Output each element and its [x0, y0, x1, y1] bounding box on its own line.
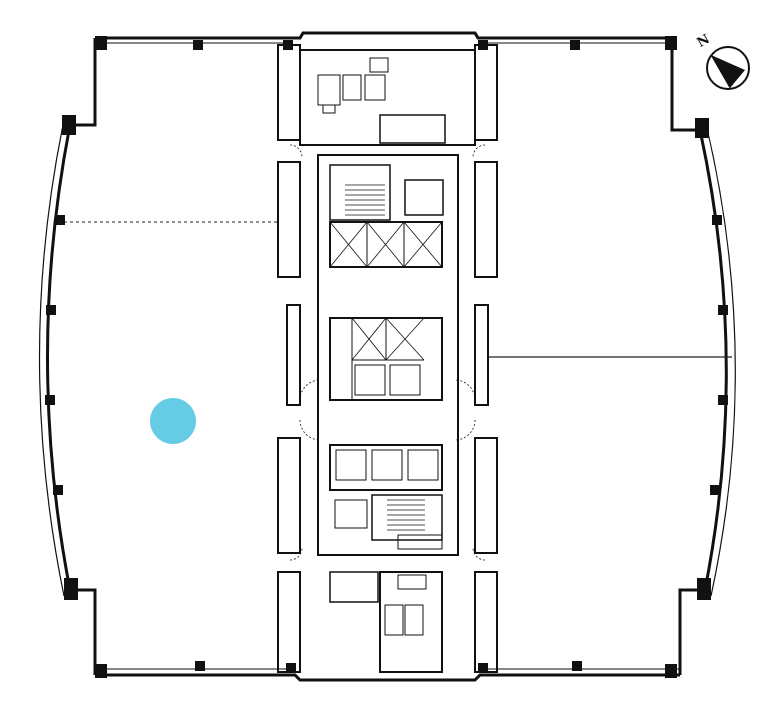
stairs-north [345, 184, 385, 216]
door-swings [289, 144, 486, 561]
location-marker [150, 398, 196, 444]
exterior-walls [38, 31, 736, 682]
stairs-south [387, 499, 425, 531]
north-arrow: N [695, 32, 750, 90]
building-core [277, 44, 498, 673]
north-label: N [695, 32, 713, 51]
